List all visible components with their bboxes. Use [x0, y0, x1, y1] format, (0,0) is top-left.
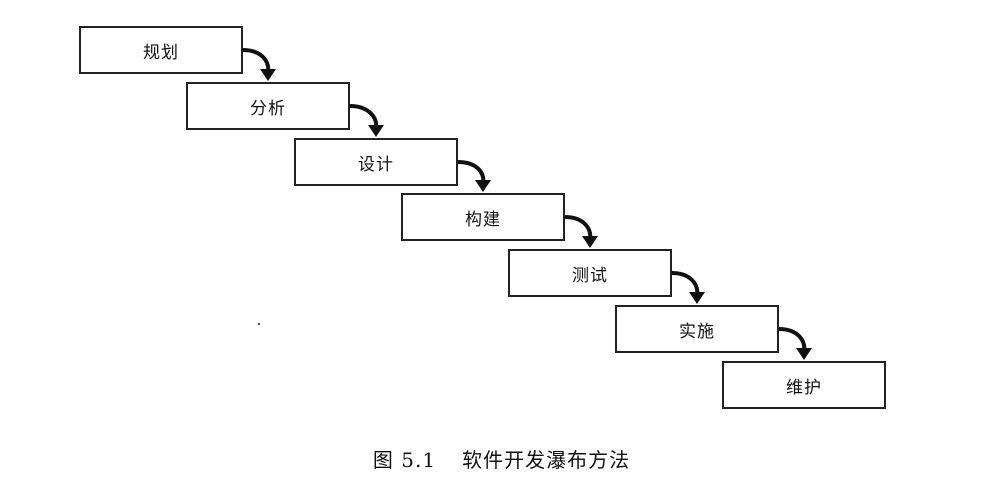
stage-label-test: 测试 — [572, 265, 608, 286]
figure-number: 图 5.1 — [372, 448, 437, 472]
figure-caption: 图 5.1 软件开发瀑布方法 — [0, 444, 1003, 473]
stage-label-build: 构建 — [465, 209, 501, 230]
stage-label-design: 设计 — [358, 154, 394, 175]
stage-box-deploy: 实施 — [615, 305, 779, 353]
stage-label-analysis: 分析 — [250, 98, 286, 119]
stage-label-deploy: 实施 — [679, 321, 715, 342]
arrowhead-icon — [260, 69, 276, 81]
arrowhead-icon — [475, 180, 491, 192]
stage-box-planning: 规划 — [79, 26, 243, 74]
arrowhead-icon — [368, 125, 384, 137]
stage-box-test: 测试 — [508, 249, 672, 297]
stage-box-maintain: 维护 — [722, 361, 886, 409]
arrowhead-icon — [689, 292, 705, 304]
stage-label-planning: 规划 — [143, 42, 179, 63]
stage-label-maintain: 维护 — [786, 377, 822, 398]
stray-dot — [258, 323, 260, 325]
figure-title: 软件开发瀑布方法 — [462, 448, 631, 472]
stage-box-design: 设计 — [294, 138, 458, 186]
arrowhead-icon — [582, 236, 598, 248]
stage-box-analysis: 分析 — [186, 82, 350, 130]
arrowhead-icon — [796, 348, 812, 360]
stage-box-build: 构建 — [401, 193, 565, 241]
